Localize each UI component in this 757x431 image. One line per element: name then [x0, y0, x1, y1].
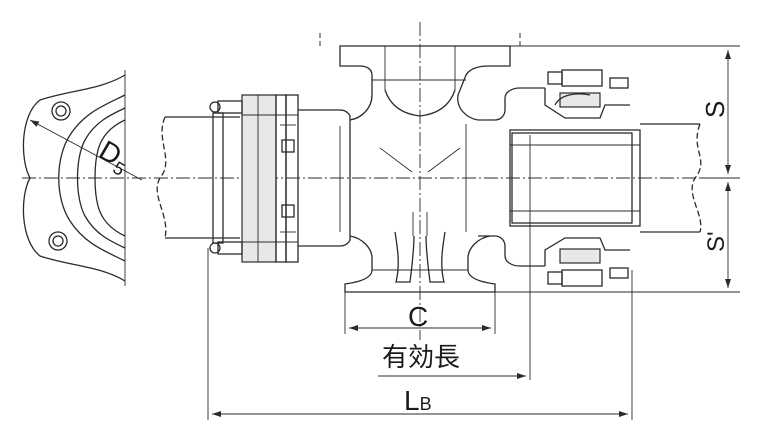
c-label: C: [408, 301, 428, 332]
end-view: D5: [22, 70, 143, 286]
left-pipe: [156, 116, 240, 239]
effective-length-label: 有効長: [382, 342, 460, 372]
right-mechanical-joint: [509, 69, 702, 287]
tee-body: [298, 30, 545, 293]
bolt-icon: [51, 101, 71, 121]
left-flange-joint: [209, 94, 299, 263]
lb-label: LB: [404, 385, 432, 416]
s-prime-label: S': [703, 231, 730, 252]
s-label: S: [700, 101, 730, 118]
bolt-icon: [48, 231, 68, 251]
